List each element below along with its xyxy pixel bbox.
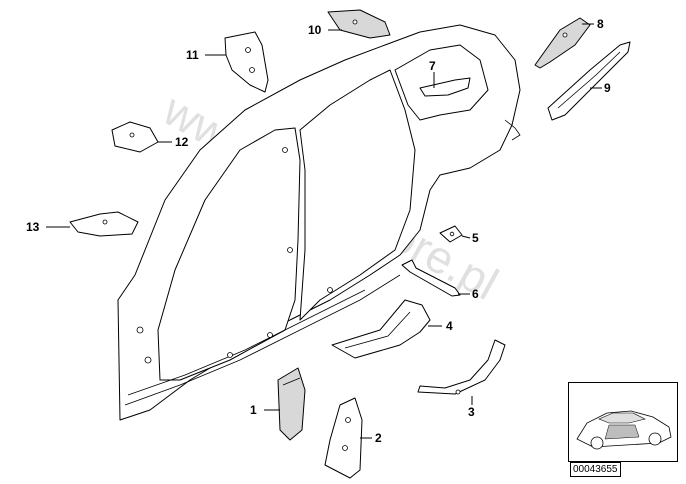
callout-7: 7 (429, 59, 436, 73)
part-8-c-pillar-reinforcement[interactable] (534, 17, 591, 69)
vehicle-thumbnail (568, 382, 678, 462)
callout-12: 12 (175, 135, 189, 149)
callout-9: 9 (604, 81, 611, 95)
part-13-sill-bracket[interactable] (69, 211, 139, 237)
callout-11: 11 (186, 48, 199, 62)
part-9-d-pillar-panel[interactable] (547, 41, 631, 121)
part-5-clip[interactable] (439, 225, 463, 243)
callout-13: 13 (26, 220, 40, 234)
part-2-bracket[interactable] (324, 397, 363, 479)
callout-2: 2 (375, 431, 382, 445)
diagram-reference-code: 00043655 (570, 462, 621, 477)
callout-3: 3 (468, 405, 475, 419)
part-1-reinforcement[interactable] (277, 367, 306, 441)
part-6-sill-strip[interactable] (401, 259, 461, 297)
callout-5: 5 (472, 231, 479, 245)
body-side-frame[interactable] (117, 24, 521, 421)
part-11-a-pillar-bracket[interactable] (224, 31, 269, 93)
callout-6: 6 (472, 287, 479, 301)
callout-10: 10 (308, 23, 322, 37)
part-3-wheel-arch-trim[interactable] (417, 339, 506, 395)
car-outline-icon (576, 410, 672, 450)
callout-4: 4 (446, 319, 453, 333)
part-10-roof-rail-bracket[interactable] (327, 9, 391, 39)
callout-1: 1 (250, 403, 257, 417)
callout-8: 8 (597, 17, 604, 31)
part-7-window-bracket[interactable] (419, 77, 471, 97)
part-12-gusset[interactable] (111, 121, 159, 153)
part-4-wheel-housing-bracket[interactable] (331, 299, 431, 359)
